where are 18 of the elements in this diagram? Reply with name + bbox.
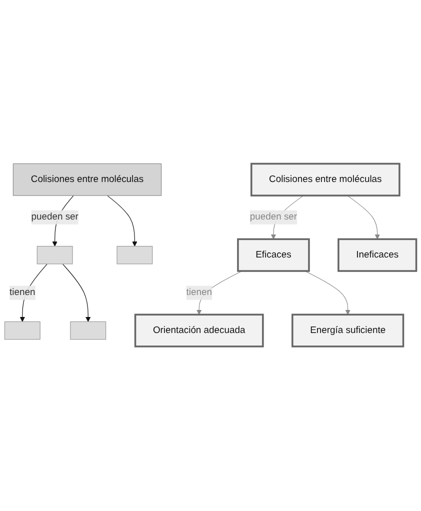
arrow <box>106 196 138 247</box>
edge-label: tienen <box>10 288 36 298</box>
node-box: Ineficaces <box>338 238 418 272</box>
node-box <box>116 246 153 265</box>
edge-label: pueden ser <box>31 212 78 222</box>
arrow <box>304 271 350 316</box>
node-box: Colisiones entre moléculas <box>250 163 400 197</box>
node-box <box>4 322 40 340</box>
node-box: Orientación adecuada <box>134 314 264 348</box>
node-box: Colisiones entre moléculas <box>12 164 162 196</box>
edge-label: tienen <box>186 288 212 298</box>
node-box <box>70 322 106 340</box>
node-box: Energía suficiente <box>292 314 404 348</box>
node-box <box>36 246 73 265</box>
node-box: Eficaces <box>237 238 310 272</box>
arrow <box>62 264 91 322</box>
edge-label: pueden ser <box>250 212 298 222</box>
arrow <box>347 196 380 240</box>
